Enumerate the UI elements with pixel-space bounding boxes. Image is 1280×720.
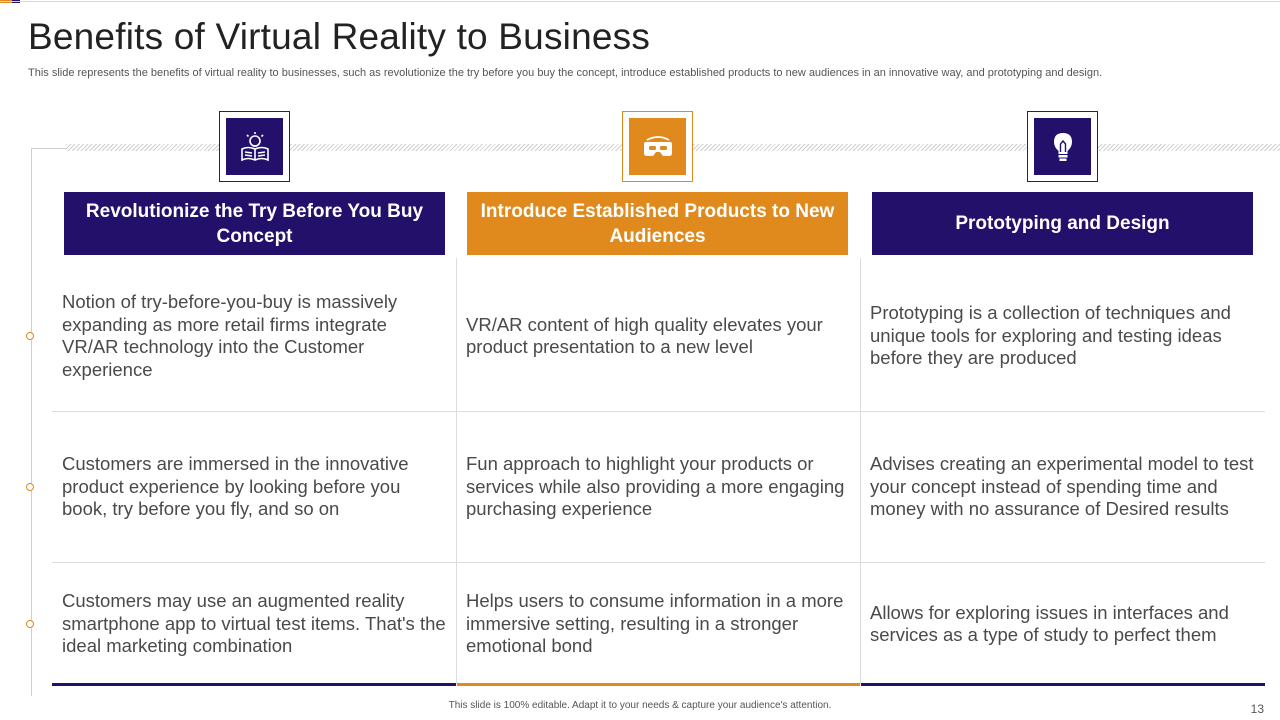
slide-title: Benefits of Virtual Reality to Business xyxy=(28,16,651,57)
column-1-point: Customers are immersed in the innovative… xyxy=(62,453,409,520)
column-divider xyxy=(860,258,861,684)
book-lightbulb-icon xyxy=(240,131,269,161)
column-2-bottom-bar xyxy=(457,683,860,686)
top-divider xyxy=(0,1,1280,2)
vr-headset-icon xyxy=(643,135,672,156)
column-divider xyxy=(456,258,457,684)
row-divider xyxy=(52,562,1265,563)
column-3-header: Prototyping and Design xyxy=(872,192,1253,255)
lightbulb-icon xyxy=(1053,132,1072,161)
footer-note: This slide is 100% editable. Adapt it to… xyxy=(448,700,832,711)
column-1-header: Revolutionize the Try Before You Buy Con… xyxy=(64,192,445,255)
row-divider xyxy=(52,411,1265,412)
column-3-icon-frame xyxy=(1027,111,1098,182)
slide-subtitle: This slide represents the benefits of vi… xyxy=(28,67,1103,79)
column-1-bottom-bar xyxy=(52,683,456,686)
column-3-point: Allows for exploring issues in interface… xyxy=(870,601,1229,646)
column-3-bottom-bar xyxy=(861,683,1265,686)
column-1-point: Notion of try-before-you-buy is massivel… xyxy=(62,291,398,380)
timeline-dot xyxy=(26,483,34,491)
page-number: 13 xyxy=(1250,702,1264,716)
column-3-point: Prototyping is a collection of technique… xyxy=(870,302,1231,369)
timeline-dot xyxy=(26,332,34,340)
column-1-icon-frame xyxy=(219,111,290,182)
column-2-point: VR/AR content of high quality elevates y… xyxy=(466,313,823,358)
column-3-point: Advises creating an experimental model t… xyxy=(870,453,1254,520)
column-2-point: Helps users to consume information in a … xyxy=(466,590,844,657)
column-1-point: Customers may use an augmented reality s… xyxy=(62,590,446,657)
column-2-header: Introduce Established Products to New Au… xyxy=(467,192,848,255)
timeline-dot xyxy=(26,620,34,628)
timeline-line xyxy=(31,148,32,696)
timeline-connector xyxy=(31,148,67,149)
column-2-point: Fun approach to highlight your products … xyxy=(466,453,845,520)
column-2-icon-frame xyxy=(622,111,693,182)
